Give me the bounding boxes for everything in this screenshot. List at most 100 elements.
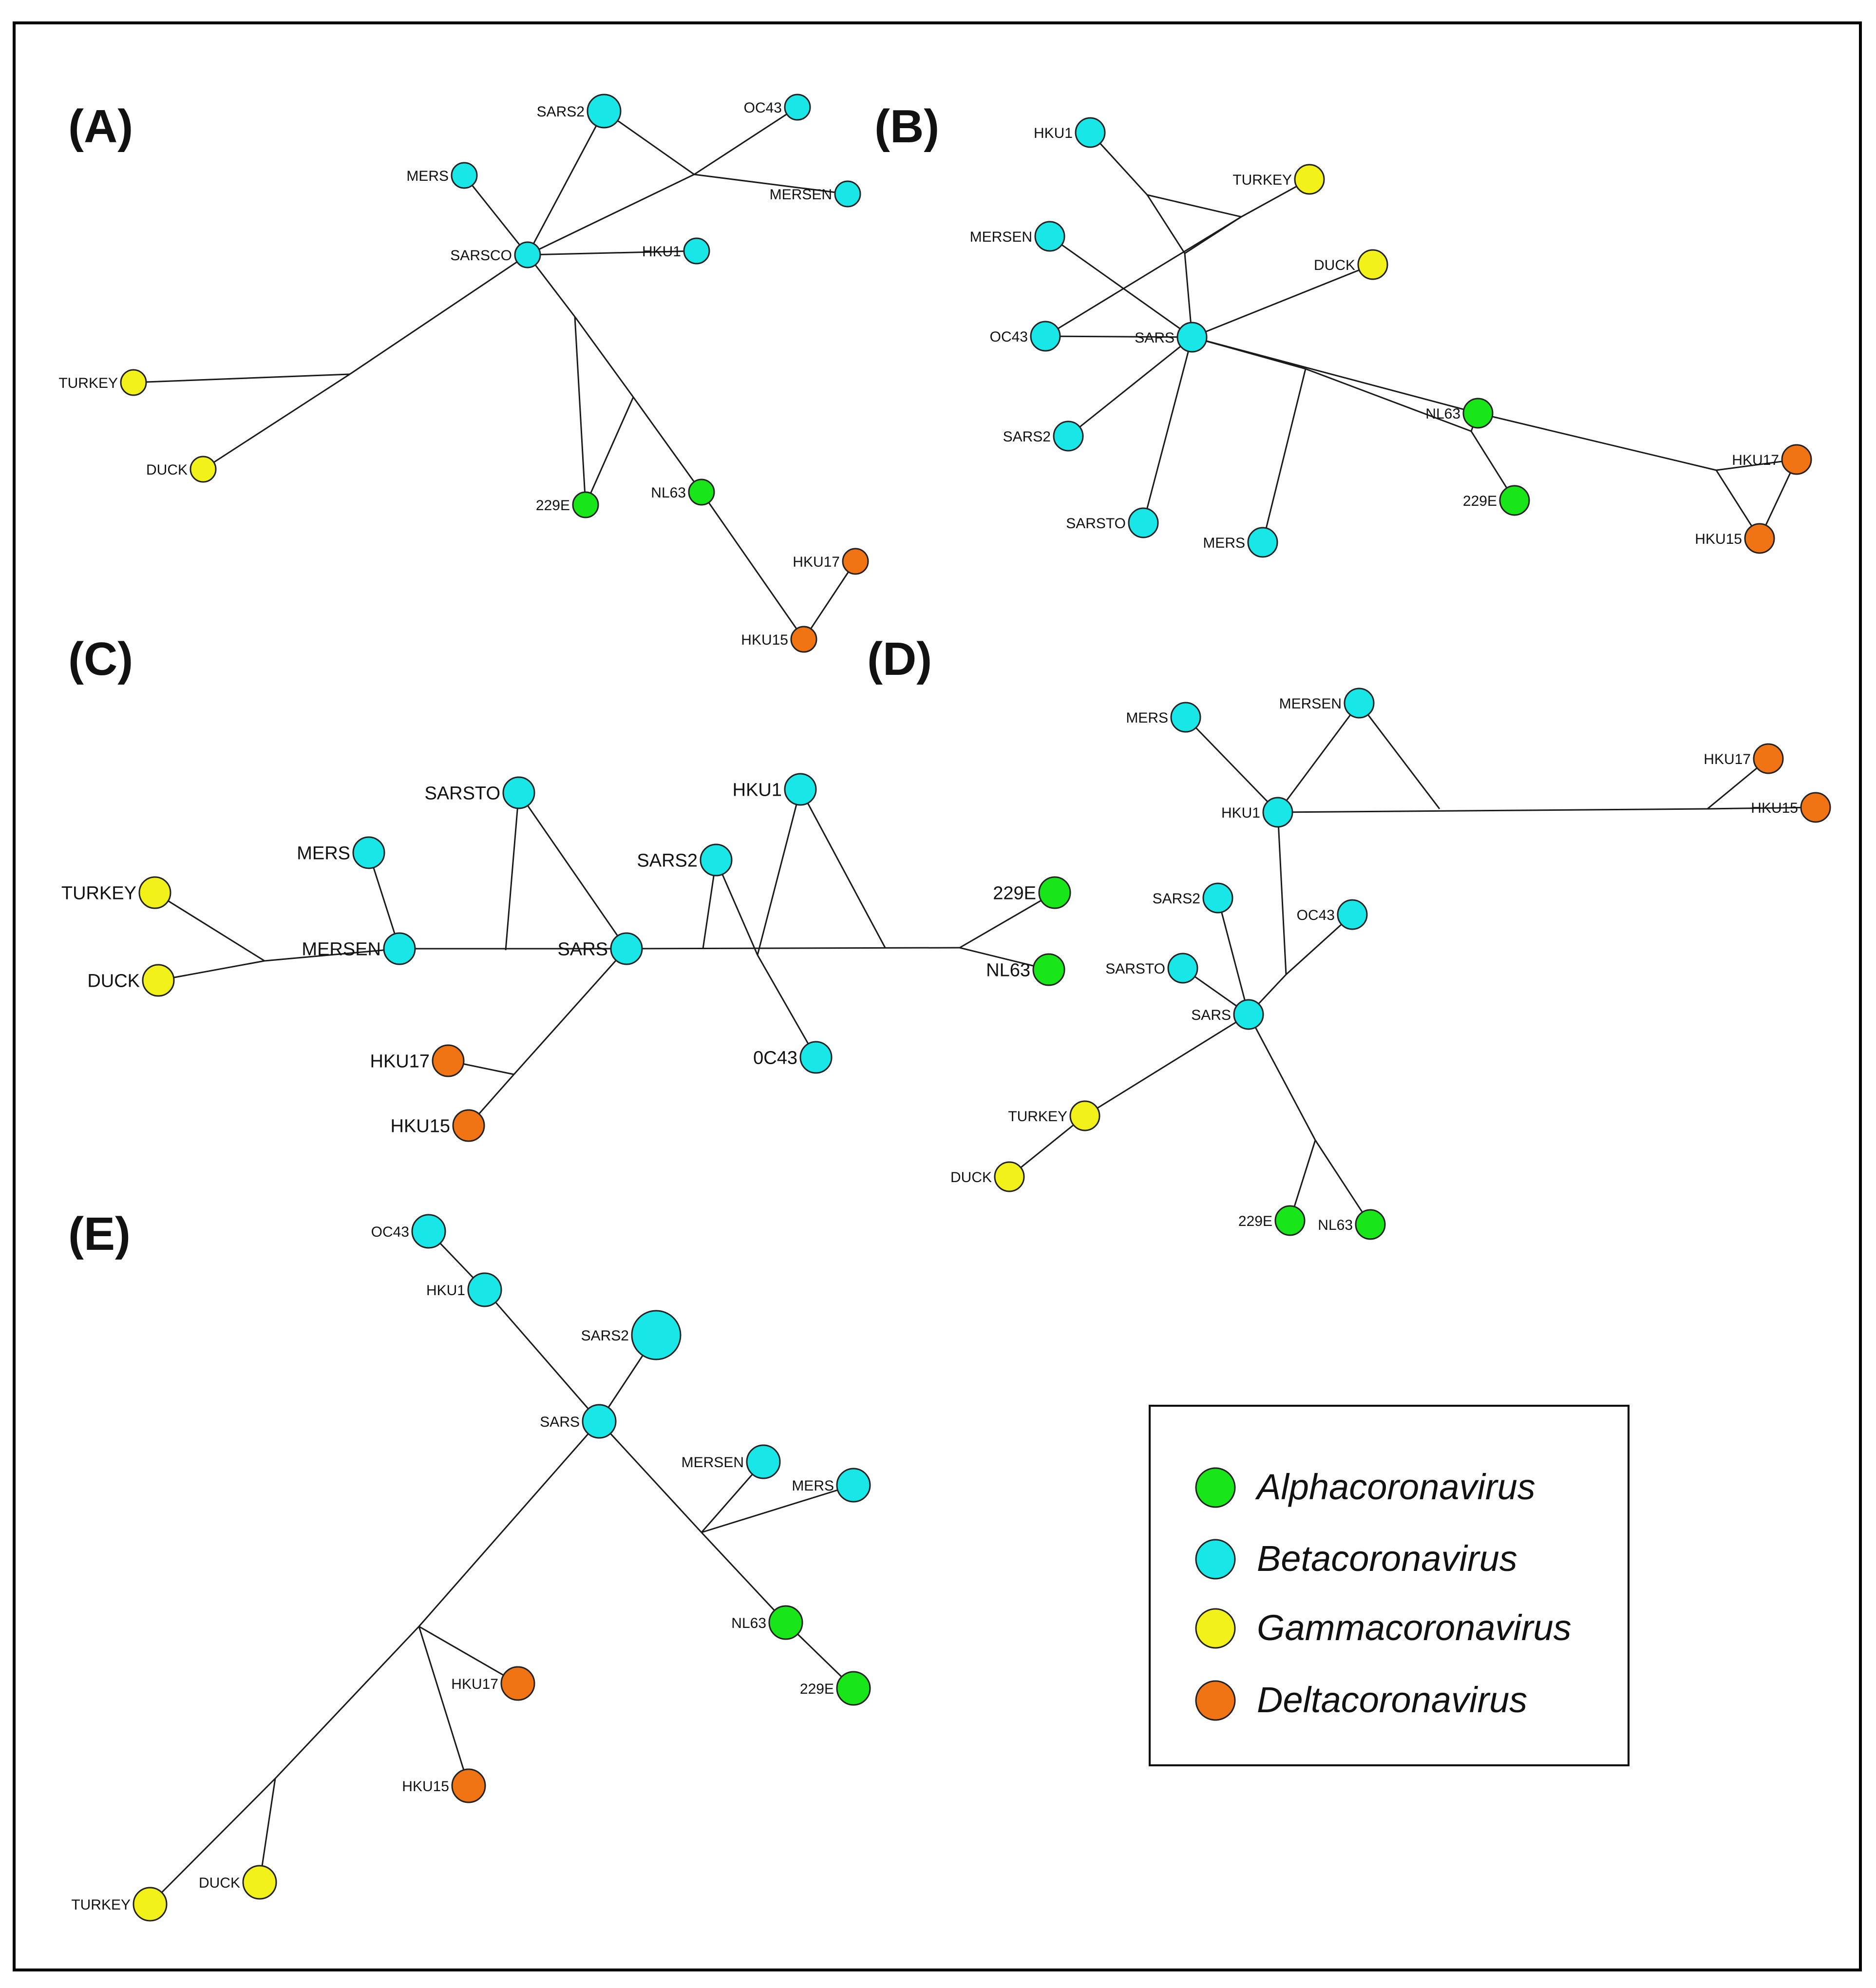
node-hku17 [842,548,869,575]
node-sarsto [1167,953,1198,984]
node-mers [1170,702,1201,733]
legend-swatch-beta [1195,1539,1236,1580]
network-edge [418,1625,518,1684]
node-label: HKU1 [426,1282,465,1299]
node-mersen [1034,221,1065,252]
node-label: SARS [1135,330,1175,346]
node-229e [836,1671,871,1706]
network-edge [574,316,634,398]
panel-title: (C) [68,633,133,685]
node-sars2 [700,843,733,877]
node-sarsto [502,776,535,809]
network-edge [1147,194,1242,218]
node-mers [352,836,385,869]
network-edge [799,789,886,948]
network-edge [1277,812,1287,975]
panel-b [1045,132,1798,543]
node-sars [610,932,643,965]
network-edge [715,860,758,956]
node-label: HKU15 [741,632,788,648]
node-label: TURKEY [1232,172,1292,188]
network-edge [1478,412,1717,471]
network-edge [505,792,520,951]
node-label: DUCK [146,462,188,478]
node-nl63 [768,1605,803,1640]
node-duck [142,964,175,997]
node-label: SARS2 [537,104,585,120]
network-edge [803,561,856,640]
node-nl63 [1462,398,1494,429]
panel-title: (D) [867,633,932,685]
network-edge [757,955,817,1058]
node-label: TURKEY [61,883,136,904]
node-label: SARS2 [581,1328,629,1344]
network-edge [149,1778,276,1905]
network-edge [701,1531,787,1624]
network-edge [598,1420,702,1533]
node-label: HKU15 [1695,531,1742,547]
node-label: DUCK [199,1875,240,1891]
network-edge [1707,806,1816,810]
node-label: SARS2 [1003,429,1051,445]
node-label: SARS [540,1414,580,1430]
node-sarsto [1128,507,1159,538]
network-edge [484,1289,600,1422]
node-hku17 [1753,743,1784,774]
network-edge [1142,337,1193,523]
node-hku15 [451,1768,486,1803]
node-hku15 [1800,792,1831,823]
legend-swatch-gamma [1195,1608,1236,1649]
legend: AlphacoronavirusBetacoronavirusGammacoro… [1149,1405,1630,1766]
network-edge [1358,703,1440,809]
legend-label: Betacoronavirus [1257,1538,1517,1579]
network-edge [368,852,400,949]
node-hku1 [1262,797,1293,828]
network-edge [1248,1014,1316,1141]
node-label: SARS2 [637,851,698,871]
network-edge [1217,898,1250,1015]
node-label: NL63 [651,485,686,501]
node-mers [1247,527,1278,558]
node-label: NL63 [731,1615,766,1631]
node-hku15 [1744,523,1775,554]
node-label: SARSTO [424,784,500,804]
node-hku1 [784,773,817,806]
edges-layer [133,106,1816,1905]
network-edge [158,960,265,981]
node-label: SARSTO [1105,961,1165,977]
node-oc43 [1030,321,1061,352]
network-edge [626,947,960,950]
network-edge [349,254,528,375]
node-label: NL63 [1318,1217,1353,1233]
node-label: SARS2 [1153,891,1200,907]
node-229e [1038,876,1071,909]
node-label: OC43 [371,1224,409,1240]
network-edge [527,111,605,255]
legend-swatch-alpha [1195,1467,1236,1508]
nodes-layer [120,94,1831,1922]
node-oc43 [1337,899,1368,930]
network-edge [585,397,634,505]
node-label: TURKEY [58,375,118,391]
node-sars [582,1404,617,1439]
network-edge [632,397,702,493]
node-label: DUCK [950,1169,992,1185]
node-label: MERSEN [302,939,381,960]
network-edge [1084,1013,1249,1117]
node-label: DUCK [1314,257,1355,273]
network-edge [604,110,695,175]
legend-label: Gammacoronavirus [1257,1607,1572,1648]
node-sars2 [1202,882,1233,914]
node-label: NL63 [1425,406,1460,422]
network-edge [1049,235,1193,338]
node-sars2 [1053,421,1084,452]
node-label: TURKEY [1008,1109,1067,1125]
node-mersen [1344,688,1375,719]
node-sarsco [514,241,541,268]
network-edge [264,948,400,962]
node-label: OC43 [744,100,782,116]
network-edge [1185,716,1279,813]
node-229e [1499,485,1530,516]
node-label: 229E [993,883,1036,904]
